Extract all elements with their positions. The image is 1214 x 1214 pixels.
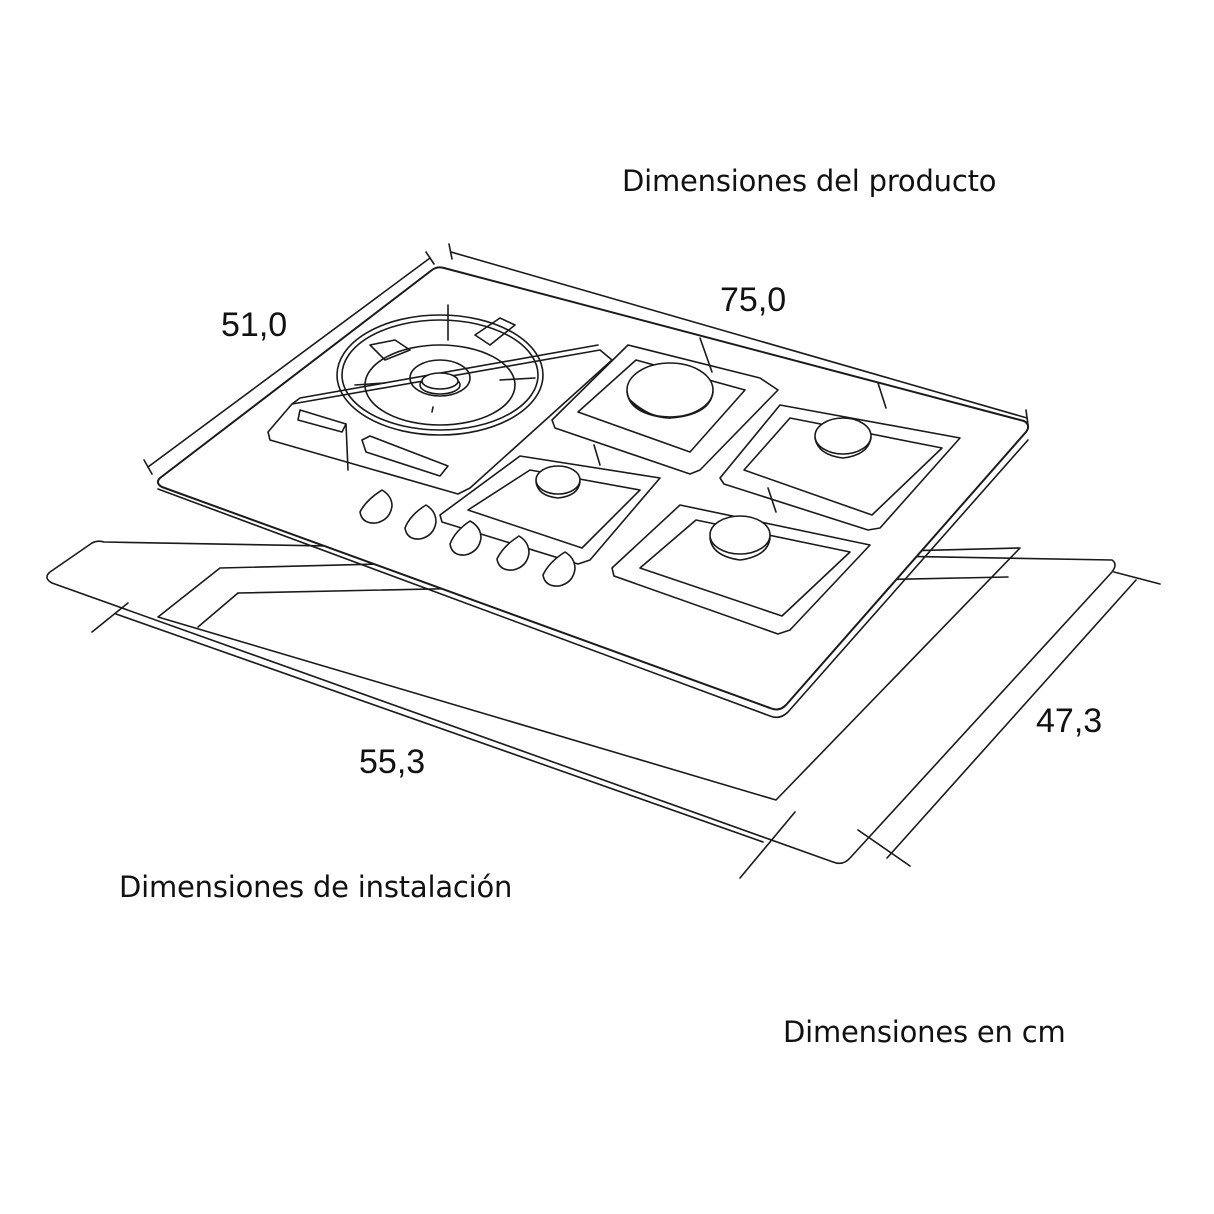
label-cutout-width: 55,3 [359,743,426,781]
knob-4 [496,535,530,571]
label-product-depth: 51,0 [221,306,288,344]
control-knobs [359,489,576,587]
units-note: Dimensiones en cm [783,1015,1066,1049]
dimension-line-product-depth [143,251,435,475]
heading-installation-dimensions: Dimensiones de instalación [119,870,513,904]
burner-rear-center [551,337,779,475]
hob-plate [156,266,1030,719]
knob-5 [542,551,576,587]
knob-3 [449,520,482,556]
heading-product-dimensions: Dimensiones del producto [622,164,997,198]
knob-2 [404,504,437,540]
dimension-line-product-width [448,243,1029,426]
countertop-outline [46,540,1116,865]
dimension-line-cutout-depth [857,571,1161,867]
knob-1 [359,489,393,524]
label-product-width: 75,0 [720,281,787,319]
dimension-line-cutout-width [91,602,796,879]
burner-rear-right [719,382,961,531]
label-cutout-depth: 47,3 [1036,702,1103,740]
burner-front-center [439,444,661,565]
burner-front-right [611,487,871,635]
wok-burner [267,304,613,495]
